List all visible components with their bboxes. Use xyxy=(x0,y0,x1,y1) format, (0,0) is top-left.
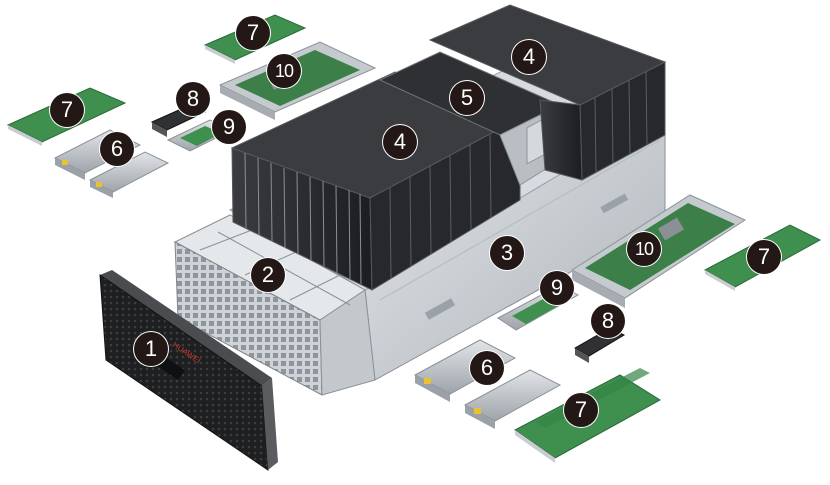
callout-7-right: 7 xyxy=(747,240,781,274)
callout-9-top: 9 xyxy=(212,110,246,144)
callout-7-left: 7 xyxy=(50,93,84,127)
callout-4-rear: 4 xyxy=(512,40,546,74)
callout-8-bottom: 8 xyxy=(591,304,625,338)
callout-6-bottom: 6 xyxy=(470,351,504,385)
callout-10-right: 10 xyxy=(627,232,661,266)
callout-2: 2 xyxy=(251,258,285,292)
callout-9-bottom: 9 xyxy=(540,271,574,305)
callout-4-front: 4 xyxy=(383,125,417,159)
front-bezel: HUAWEI xyxy=(99,270,278,471)
blade-array-rear xyxy=(428,4,667,181)
callout-5: 5 xyxy=(450,81,484,115)
callout-7-top: 7 xyxy=(236,16,270,50)
callout-7-bottom: 7 xyxy=(564,393,598,427)
callout-1: 1 xyxy=(134,332,168,366)
callout-3: 3 xyxy=(490,236,524,270)
callout-6-top: 6 xyxy=(100,132,134,166)
callout-10-top: 10 xyxy=(267,54,301,88)
callout-8-top: 8 xyxy=(176,82,210,116)
